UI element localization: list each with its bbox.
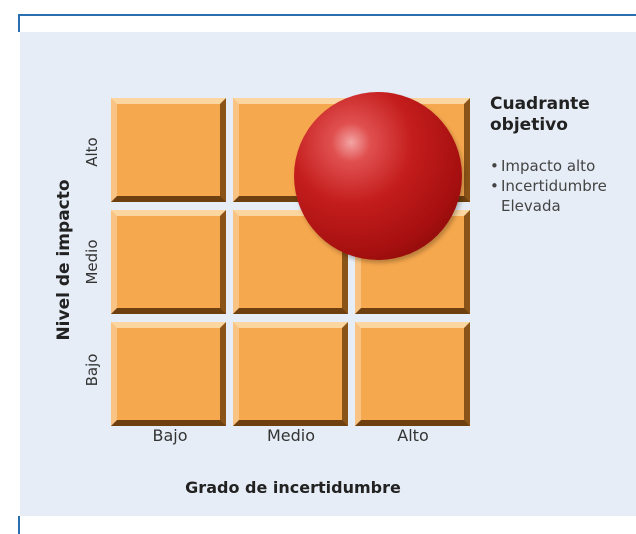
top-border-rule — [18, 14, 636, 16]
y-level-bajo: Bajo — [83, 353, 101, 387]
cell-bajo-alto — [355, 322, 470, 426]
cell-bajo-bajo — [111, 322, 226, 426]
y-level-alto: Alto — [83, 137, 101, 167]
x-level-alto: Alto — [397, 426, 429, 445]
x-level-medio: Medio — [266, 426, 316, 445]
x-axis-title: Grado de incertidumbre — [185, 478, 401, 497]
cell-alto-bajo — [111, 98, 226, 202]
left-border-rule-top — [18, 14, 20, 32]
bullet-item: Incertidumbre Elevada — [490, 176, 634, 216]
cell-medio-medio — [233, 210, 348, 314]
y-axis-title-text: Nivel de impacto — [54, 179, 74, 341]
target-quadrant-sphere — [294, 92, 462, 260]
x-level-bajo: Bajo — [152, 426, 188, 445]
left-border-rule-bottom — [18, 516, 20, 534]
bullet-item: Impacto alto — [490, 156, 634, 176]
y-level-medio: Medio — [83, 239, 101, 285]
cell-bajo-medio — [233, 322, 348, 426]
target-quadrant-title: Cuadrante objetivo — [490, 94, 590, 135]
cell-medio-bajo — [111, 210, 226, 314]
target-quadrant-bullets: Impacto alto Incertidumbre Elevada — [490, 156, 634, 216]
